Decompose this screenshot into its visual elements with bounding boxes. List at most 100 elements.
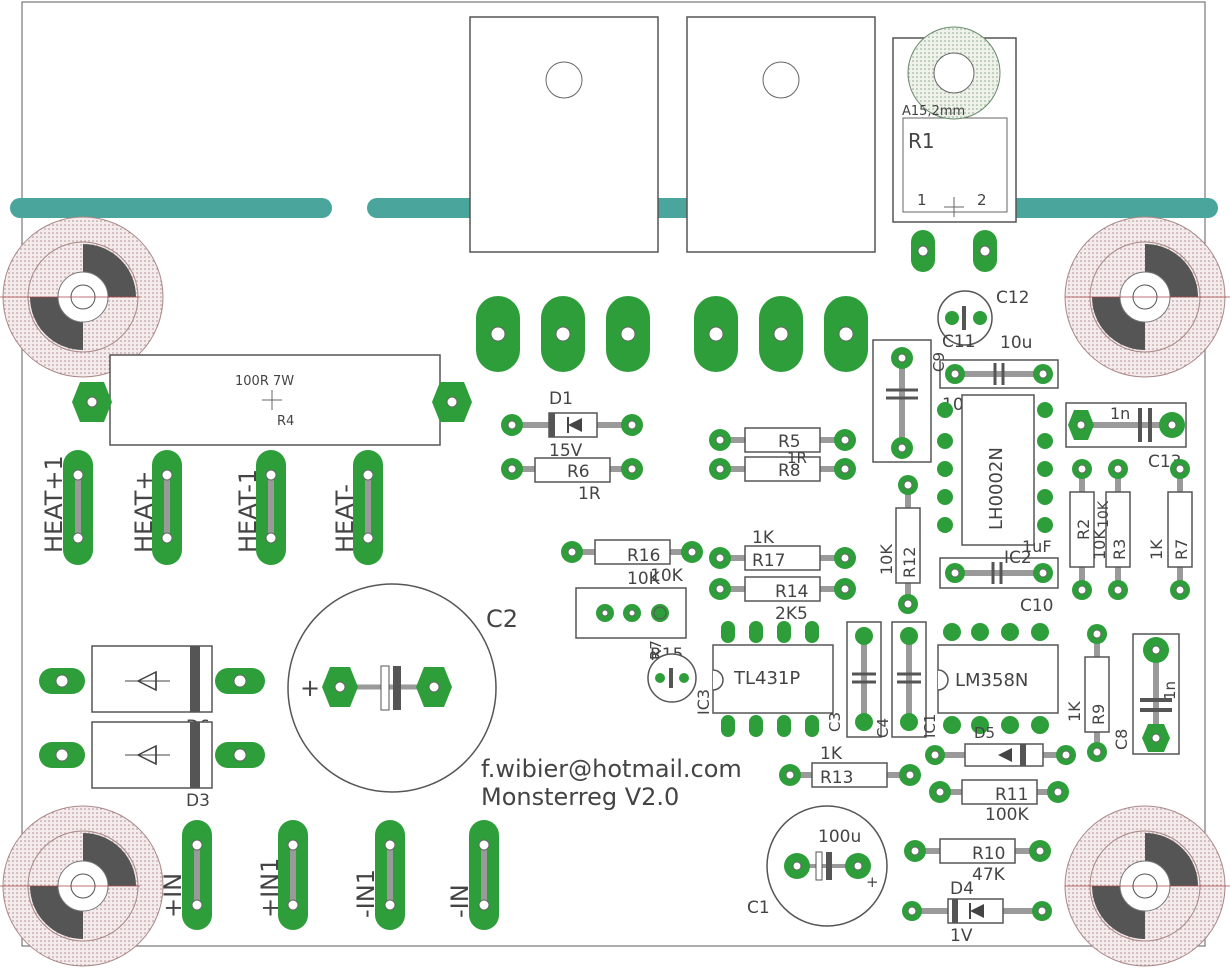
c3-label: C3 <box>826 712 844 732</box>
r4-value: 100R 7W <box>235 374 294 389</box>
r6-label: R6 <box>567 462 590 482</box>
board-title: Monsterreg V2.0 <box>481 783 679 811</box>
ic1-capacitor: IC1 <box>891 621 939 738</box>
tl431p-ic: TL431P <box>712 621 834 737</box>
r4-label: R4 <box>277 414 294 429</box>
c4-label: C4 <box>874 718 892 738</box>
r1-pin2: 2 <box>977 191 987 209</box>
in-m1-label: -IN1 <box>352 869 380 918</box>
r12-label: R12 <box>900 547 919 578</box>
r4-power-resistor: 100R 7W R4 <box>72 354 472 446</box>
c8-capacitor: 1n C8 <box>1112 633 1180 755</box>
c1-label: C1 <box>747 898 770 918</box>
r9-label: R9 <box>1089 704 1108 725</box>
c12-capacitor: C12 C11 <box>937 288 1030 352</box>
c13-value: 1n <box>1110 404 1130 423</box>
heat-terminals: HEAT+1 HEAT+ HEAT-1 HEAT- <box>40 450 383 565</box>
r9-resistor: R9 1K <box>1065 624 1110 762</box>
c13-capacitor: 1n C13 <box>1065 402 1187 472</box>
transistor-right <box>686 16 876 253</box>
r5-resistor: R5 <box>709 427 856 453</box>
c11-value: 10u <box>1000 333 1032 353</box>
r8-label: R8 <box>778 461 801 481</box>
mounting-hole-bl <box>0 805 164 967</box>
c1-plus: + <box>866 873 879 891</box>
r14-value: 2K5 <box>775 604 808 624</box>
r1-pin1: 1 <box>917 191 927 209</box>
r11-label: R11 <box>995 785 1028 805</box>
ic3-label: IC3 <box>694 689 713 715</box>
board-outline <box>21 1 1206 947</box>
r1-trimmer: R1 A15,2mm 1 2 <box>892 26 1017 223</box>
c2-label: C2 <box>486 605 518 633</box>
d5-label: D5 <box>974 724 995 742</box>
r6-value: 1R <box>578 484 601 504</box>
r6-resistor: R6 1R <box>501 457 643 504</box>
d1-value: 15V <box>549 441 583 461</box>
r5-label: R5 <box>778 432 801 452</box>
r13-value: 1K <box>820 744 843 764</box>
r11-value: 100K <box>985 805 1029 825</box>
ic2-value: 1uF <box>1022 537 1052 556</box>
r17-value-2: 10K <box>650 566 684 586</box>
mounting-hole-tl <box>0 216 164 378</box>
c11-label: C11 <box>942 332 976 352</box>
c10-label: C10 <box>1020 596 1054 616</box>
ic2-label: IC2 <box>1004 548 1032 568</box>
r3-label: R3 <box>1110 539 1129 560</box>
lh0002n-label: LH0002N <box>986 447 1007 530</box>
d1-diode: D1 15V <box>501 389 643 461</box>
r2-value: 10K <box>1090 529 1109 560</box>
r10-label: R10 <box>972 844 1005 864</box>
r13-resistor: R13 1K <box>779 744 921 788</box>
r17-resistor: R17 1K 10K <box>650 528 856 586</box>
lm358n-ic: LM358N <box>937 623 1059 734</box>
heat-p1-label: HEAT+1 <box>40 455 68 553</box>
c2-plus: + <box>300 674 320 702</box>
transistor-pads <box>476 296 868 372</box>
in-p1-label: +IN1 <box>256 858 284 918</box>
c11-capacitor: 10u <box>939 333 1059 389</box>
r12-value: 10K <box>877 544 896 575</box>
heat-p-label: HEAT+ <box>130 470 158 553</box>
c1-capacitor: 100u + C1 <box>747 805 888 927</box>
r16-resistor: R16 10K <box>561 539 703 589</box>
r10-value: 47K <box>972 865 1006 885</box>
c9-label: C9 <box>930 352 948 372</box>
in-m-label: -IN <box>446 884 474 918</box>
r13-label: R13 <box>820 768 853 788</box>
lh0002n-ic: LH0002N <box>937 394 1053 546</box>
r8-resistor: R8 1R <box>709 449 856 482</box>
r5-r8-value: 1R <box>787 449 807 467</box>
c8-label: C8 <box>1112 729 1131 750</box>
r14-resistor: R14 2K5 <box>709 576 856 624</box>
ic3-transistor: IC3 <box>647 653 713 715</box>
d4-diode: D4 1V <box>902 879 1052 946</box>
r2-label: R2 <box>1074 519 1093 540</box>
d3-label: D3 <box>186 791 210 811</box>
r1-pads <box>911 230 997 272</box>
ic1-label: IC1 <box>921 714 939 738</box>
c3-capacitor: C3 C4 <box>826 621 892 738</box>
c8-value: 1n <box>1161 681 1179 700</box>
d6-diode: D6 <box>39 645 265 737</box>
r10-resistor: R10 47K <box>904 838 1051 885</box>
c12-label: C12 <box>996 288 1030 308</box>
mounting-hole-tr <box>1064 216 1230 378</box>
r9-value: 1K <box>1065 701 1084 722</box>
lm358n-label: LM358N <box>955 670 1028 691</box>
d5-diode: D5 <box>925 724 1076 767</box>
d4-label: D4 <box>950 879 974 899</box>
r7b-value: 1K <box>1147 539 1166 560</box>
r17-value: 1K <box>752 528 775 548</box>
transistor-left <box>469 16 659 253</box>
r1-note: A15,2mm <box>902 104 965 119</box>
r7-resistor: R7 1K <box>1147 459 1193 600</box>
d1-label: D1 <box>549 389 573 409</box>
r11-resistor: R11 100K <box>929 779 1069 825</box>
email-credit: f.wibier@hotmail.com <box>481 755 742 783</box>
heat-m1-label: HEAT-1 <box>234 469 262 553</box>
r1-label: R1 <box>908 129 935 153</box>
r3-resistor: R3 10K <box>1096 459 1131 600</box>
r7-label: R7 <box>647 640 665 660</box>
